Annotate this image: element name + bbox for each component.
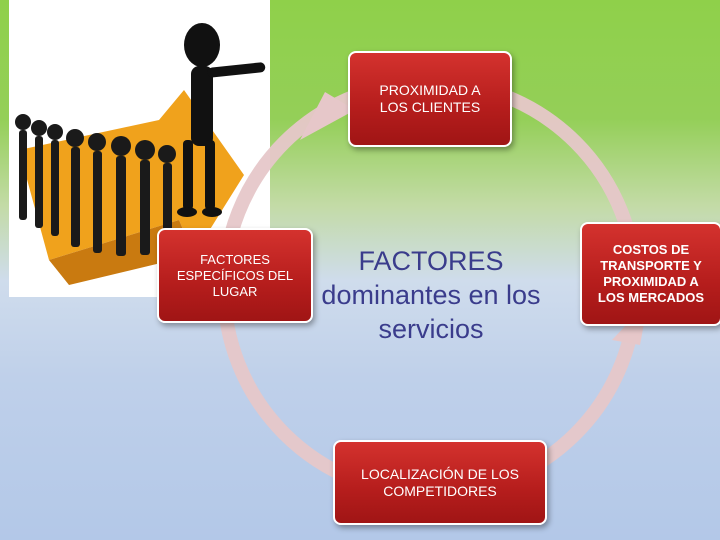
node-label-line: PROXIMIDAD A: [379, 82, 481, 98]
center-title-line: servicios: [378, 314, 484, 344]
node-label-line: TRANSPORTE Y: [600, 258, 702, 273]
leader-figure-icon: [15, 23, 266, 285]
node-label-line: LOS MERCADOS: [597, 290, 705, 305]
node-label-line: COSTOS DE: [612, 242, 690, 257]
node-label-line: LOCALIZACIÓN DE LOS: [361, 465, 519, 482]
node-label-line: LOS CLIENTES: [379, 99, 481, 115]
center-title-line: FACTORES: [358, 246, 504, 276]
center-title-line: dominantes en los: [321, 280, 541, 310]
node-label-line: ESPECÍFICOS DEL: [176, 267, 294, 283]
node-label-line: LUGAR: [212, 283, 258, 299]
node-label-line: FACTORES: [200, 251, 270, 267]
leader-followers-illustration: [9, 0, 270, 297]
node-factores-especificos: FACTORES ESPECÍFICOS DEL LUGAR: [157, 228, 313, 323]
center-title: FACTORES dominantes en los servicios: [296, 244, 566, 346]
node-localizacion-competidores: LOCALIZACIÓN DE LOS COMPETIDORES: [333, 440, 547, 525]
node-label-line: COMPETIDORES: [383, 482, 497, 499]
node-label-line: PROXIMIDAD A: [603, 274, 699, 289]
node-proximidad-clientes: PROXIMIDAD A LOS CLIENTES: [348, 51, 512, 147]
node-costos-transporte: COSTOS DE TRANSPORTE Y PROXIMIDAD A LOS …: [580, 222, 720, 326]
